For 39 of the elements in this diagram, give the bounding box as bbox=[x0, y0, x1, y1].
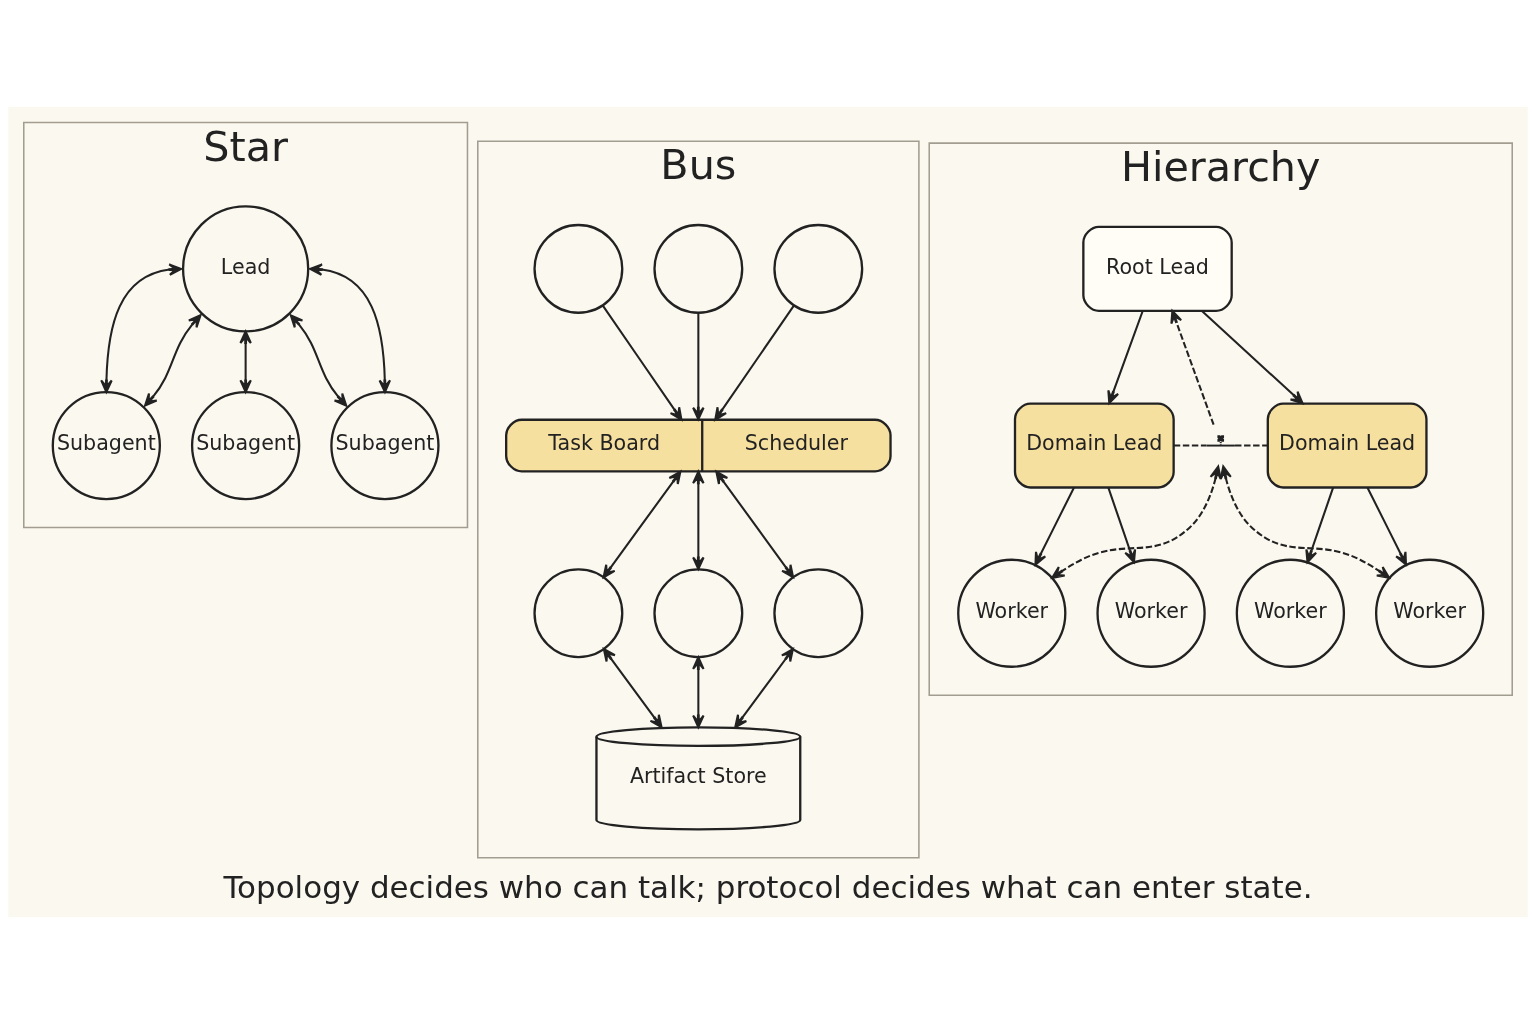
arrow bbox=[239, 330, 252, 394]
arrow bbox=[692, 656, 705, 729]
arrow bbox=[1201, 310, 1304, 405]
arrow bbox=[692, 312, 705, 421]
arrow bbox=[1107, 487, 1137, 564]
node-circle bbox=[773, 568, 864, 659]
arrow bbox=[1219, 465, 1391, 579]
arrow bbox=[1366, 487, 1407, 566]
connector bbox=[1173, 444, 1207, 447]
arrow bbox=[144, 314, 202, 407]
node-circle bbox=[533, 568, 624, 659]
arrow bbox=[1107, 310, 1144, 405]
node-circle: Worker bbox=[1235, 558, 1346, 668]
node-circle: Worker bbox=[1096, 558, 1206, 668]
node-circle bbox=[653, 223, 744, 314]
arrow bbox=[715, 470, 795, 579]
arrow bbox=[1034, 487, 1075, 566]
node-circle bbox=[653, 568, 744, 659]
node-box: Root Lead bbox=[1082, 225, 1233, 312]
arrow bbox=[734, 648, 794, 729]
arrow bbox=[692, 470, 705, 571]
node-box: Domain Lead bbox=[1013, 402, 1175, 489]
arrow bbox=[1170, 309, 1215, 425]
node-circle bbox=[773, 223, 864, 314]
connector bbox=[1235, 444, 1268, 447]
arrow bbox=[601, 304, 683, 421]
arrow bbox=[309, 263, 392, 394]
caption: Topology decides who can talk; protocol decides what can enter state. bbox=[223, 868, 1313, 905]
node-box: Domain Lead bbox=[1266, 402, 1428, 489]
arrow bbox=[1051, 465, 1222, 579]
arrow bbox=[602, 470, 682, 579]
node-circle: Lead bbox=[181, 205, 310, 333]
arrow bbox=[602, 647, 663, 729]
arrow bbox=[100, 263, 183, 394]
arrow bbox=[289, 314, 348, 407]
node-circle bbox=[533, 223, 624, 314]
node-circle: Subagent bbox=[190, 390, 301, 501]
arrow bbox=[714, 304, 795, 421]
arrow bbox=[1305, 487, 1335, 564]
